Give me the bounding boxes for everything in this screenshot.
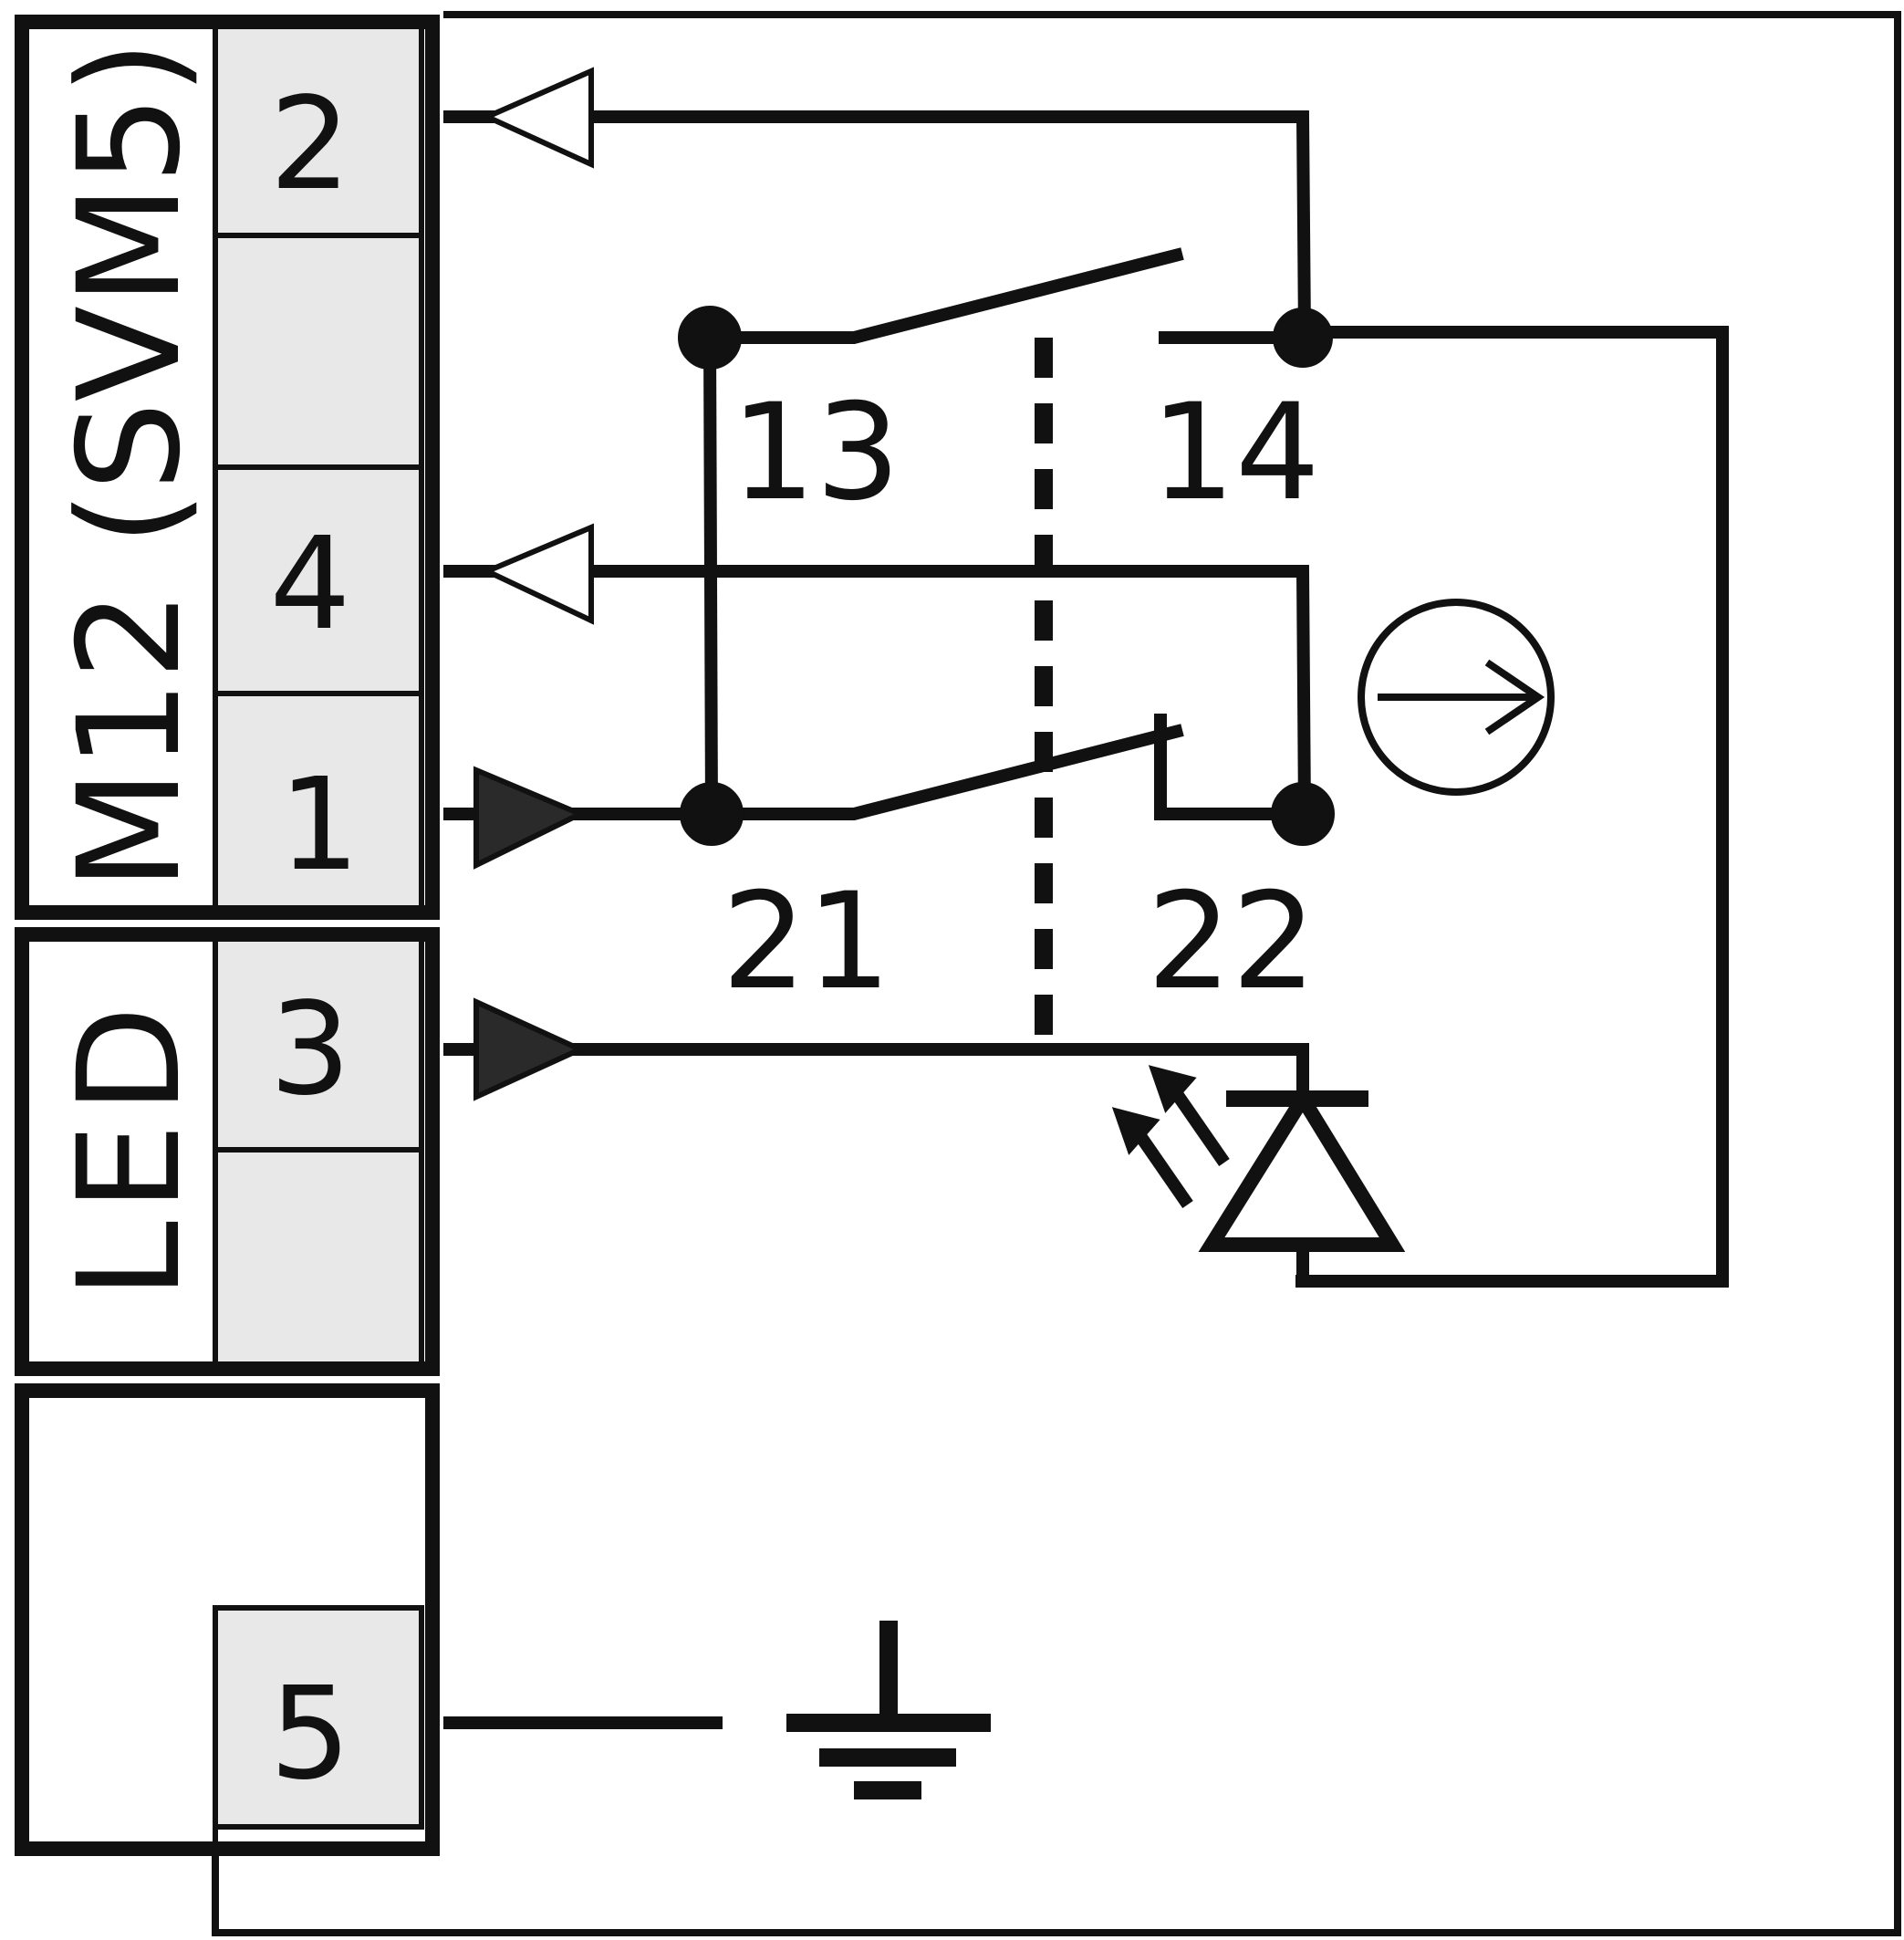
- ground-icon: [786, 1621, 991, 1799]
- wire-pin-4: [443, 565, 1311, 815]
- terminal-label-13: 13: [731, 375, 900, 530]
- terminal-dot-14: [1273, 308, 1333, 368]
- wire-pin-2: [443, 110, 1311, 335]
- nc-contact-blade: [712, 724, 1184, 820]
- output-arrow-pin-3: [473, 997, 588, 1101]
- housing-frame: [212, 11, 1901, 1936]
- pin-cell-3: [213, 930, 424, 1153]
- wire-14-loop: [1295, 326, 1729, 1288]
- no-contact-blade: [710, 247, 1184, 344]
- pin-label-3: 3: [269, 975, 350, 1124]
- pin-cell-empty-1: [213, 233, 424, 470]
- nc-contact-hook: [1154, 714, 1303, 820]
- pin-cell-5: [213, 1605, 424, 1830]
- terminal-dots: [678, 306, 1335, 846]
- pin-cell-4: [213, 464, 424, 696]
- led-section-label: LED: [48, 996, 212, 1299]
- pin-cell-empty-2: [213, 1147, 424, 1372]
- terminal-label-22: 22: [1147, 864, 1316, 1019]
- filled-triangle-icon: [473, 766, 588, 1101]
- terminal-label-14: 14: [1150, 375, 1320, 530]
- pin-label-1: 1: [278, 751, 359, 900]
- terminal-dot-22: [1271, 782, 1335, 846]
- terminal-dot-13: [678, 306, 742, 370]
- led-emission-arrows: [1133, 1088, 1230, 1208]
- pin-label-5: 5: [269, 1660, 350, 1809]
- terminal-label-21: 21: [722, 864, 891, 1019]
- hollow-triangle-icon: [480, 67, 594, 625]
- pin-label-2: 2: [269, 70, 350, 219]
- connector-section-m12: [15, 15, 440, 920]
- led-diode-icon: [1111, 1065, 1406, 1252]
- connector-block: M12 (SVM5) LED 2 4 1 3 5: [15, 15, 440, 1856]
- connector-name-label: M12 (SVM5): [48, 40, 212, 891]
- input-arrow-pin-2: [480, 67, 594, 169]
- wires: [443, 110, 1729, 1729]
- pin-label-4: 4: [269, 510, 350, 659]
- connector-section-bottom: [15, 1383, 440, 1856]
- positive-opening-arrow-icon: [1358, 599, 1555, 796]
- input-arrow-pin-4: [480, 523, 594, 625]
- terminal-dot-21: [680, 782, 744, 846]
- output-arrow-pin-1: [473, 766, 588, 870]
- connector-section-led: [15, 927, 440, 1376]
